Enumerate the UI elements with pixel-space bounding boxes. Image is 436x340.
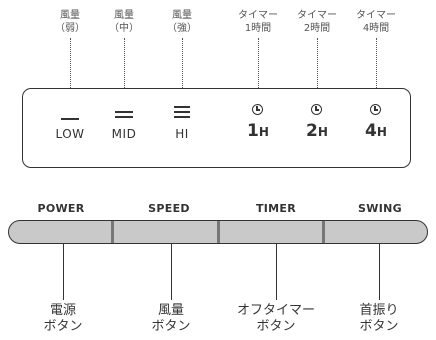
- callout-low-line1: 風量: [60, 10, 80, 21]
- timer-caption-line1: オフタイマー: [236, 303, 316, 318]
- indicator-timer-4h-label: 4H: [365, 121, 387, 141]
- single-bar-icon: [61, 118, 79, 120]
- indicator-low-label: LOW: [55, 127, 85, 141]
- leader-speed: [171, 244, 172, 300]
- timer-2h-number: 2: [306, 121, 318, 141]
- callout-timer-2h: タイマー 2時間: [297, 9, 337, 35]
- speed-caption-line1: 風量: [157, 303, 185, 318]
- timer-4h-number: 4: [365, 121, 377, 141]
- callout-mid-line1: 風量: [114, 10, 134, 21]
- timer-caption-line2: ボタン: [256, 319, 296, 334]
- power-button-caption: 電源 ボタン: [43, 303, 82, 335]
- clock-icon: [370, 104, 381, 115]
- leader-mid: [124, 38, 125, 88]
- control-button-bar: [8, 220, 428, 244]
- leader-timer-1h: [258, 38, 259, 88]
- leader-timer: [276, 244, 277, 300]
- leader-power: [63, 244, 64, 300]
- callout-low-line2: （弱）: [55, 23, 85, 34]
- timer-button-label: TIMER: [255, 202, 297, 215]
- timer-button[interactable]: [216, 221, 322, 243]
- callout-timer-1h: タイマー 1時間: [238, 9, 278, 35]
- callout-high-line2: （強）: [167, 23, 197, 34]
- timer-4h-unit: H: [376, 125, 387, 139]
- indicator-high-label: HI: [175, 127, 189, 141]
- callout-timer-2h-line1: タイマー: [297, 10, 337, 21]
- speed-button[interactable]: [111, 221, 216, 243]
- callout-mid-speed: 風量 （中）: [109, 9, 139, 35]
- clock-icon: [252, 104, 263, 115]
- callout-timer-2h-line2: 2時間: [303, 23, 331, 34]
- leader-low: [70, 38, 71, 88]
- clock-icon: [311, 104, 322, 115]
- power-caption-line1: 電源: [49, 303, 77, 318]
- callout-timer-1h-line1: タイマー: [238, 10, 278, 21]
- double-bar-icon: [115, 111, 133, 118]
- callout-timer-4h-line1: タイマー: [356, 10, 396, 21]
- speed-button-caption: 風量 ボタン: [151, 303, 190, 335]
- leader-timer-2h: [317, 38, 318, 88]
- swing-button-caption: 首振り ボタン: [359, 303, 398, 335]
- power-button-label: POWER: [37, 202, 85, 215]
- indicator-mid-label: MID: [111, 127, 137, 141]
- leader-timer-4h: [376, 38, 377, 88]
- swing-caption-line1: 首振り: [359, 303, 399, 318]
- callout-mid-line2: （中）: [109, 23, 139, 34]
- callout-high-line1: 風量: [172, 10, 192, 21]
- speed-caption-line2: ボタン: [151, 319, 191, 334]
- timer-button-caption: オフタイマー ボタン: [237, 303, 315, 335]
- power-caption-line2: ボタン: [43, 319, 83, 334]
- swing-button-label: SWING: [358, 202, 402, 215]
- speed-button-label: SPEED: [148, 202, 190, 215]
- timer-2h-unit: H: [317, 125, 328, 139]
- callout-high-speed: 風量 （強）: [167, 9, 197, 35]
- callout-timer-4h: タイマー 4時間: [356, 9, 396, 35]
- indicator-timer-2h-label: 2H: [306, 121, 328, 141]
- leader-high: [182, 38, 183, 88]
- callout-timer-4h-line2: 4時間: [362, 23, 390, 34]
- timer-1h-unit: H: [258, 125, 269, 139]
- power-button[interactable]: [9, 221, 111, 243]
- triple-bar-icon: [174, 106, 190, 118]
- swing-caption-line2: ボタン: [359, 319, 399, 334]
- indicator-timer-1h-label: 1H: [247, 121, 269, 141]
- display-panel: [22, 88, 411, 168]
- leader-swing: [379, 244, 380, 300]
- callout-low-speed: 風量 （弱）: [55, 9, 85, 35]
- callout-timer-1h-line2: 1時間: [244, 23, 272, 34]
- swing-button[interactable]: [321, 221, 427, 243]
- timer-1h-number: 1: [247, 121, 259, 141]
